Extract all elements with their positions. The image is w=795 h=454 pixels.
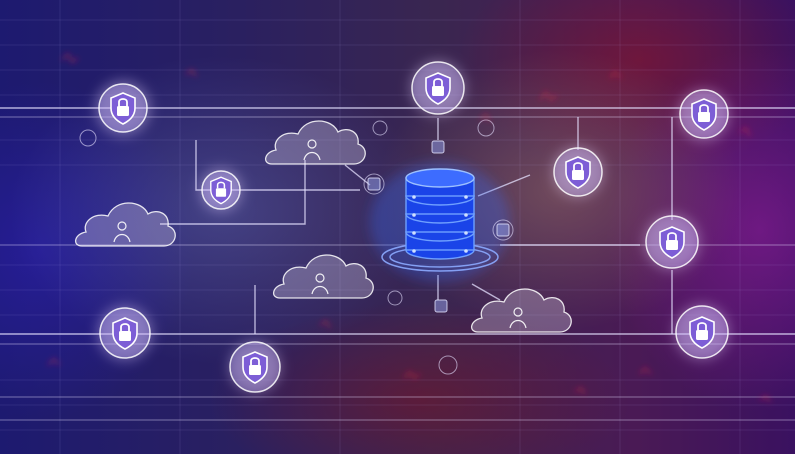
padlock-shield-icon xyxy=(98,83,148,133)
red-spark-particles xyxy=(47,52,771,403)
padlock-shield-icon xyxy=(645,215,699,269)
cloud-user-icon xyxy=(264,120,366,165)
padlock-shield-icon xyxy=(679,89,729,139)
cloud-user-icon xyxy=(470,288,572,333)
database-icon xyxy=(381,168,499,272)
padlock-shield-icon xyxy=(201,170,241,210)
padlock-shield-icon xyxy=(99,307,151,359)
padlock-shield-icon xyxy=(675,305,729,359)
small-network-nodes xyxy=(79,119,514,375)
padlock-shield-icon xyxy=(411,61,465,115)
cloud-user-icon xyxy=(272,254,374,299)
cloud-user-icon xyxy=(74,202,176,247)
padlock-shield-icon xyxy=(553,147,603,197)
padlock-shield-icon xyxy=(229,341,281,393)
